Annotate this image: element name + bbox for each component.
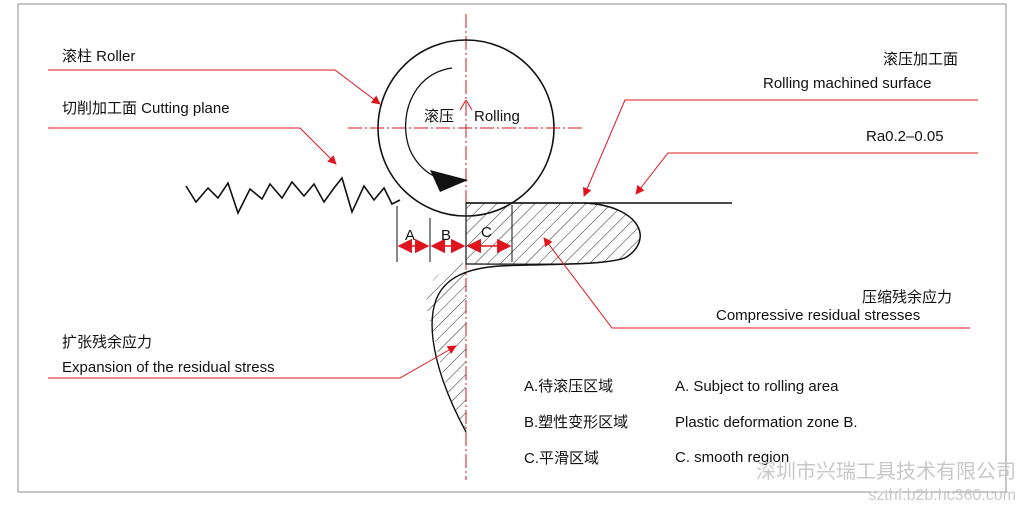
- zone-a-label: A: [405, 227, 415, 244]
- expansion-label-cn: 扩张残余应力: [62, 333, 152, 351]
- roughness-label: Ra0.2–0.05: [866, 128, 944, 145]
- rotation-arrow-head: [430, 170, 468, 192]
- legend-c-cn: C.平滑区域: [524, 450, 599, 467]
- roller-label: 滚柱 Roller: [62, 48, 135, 65]
- rolling-machined-cn: 滚压加工面: [883, 51, 958, 68]
- cutting-plane-label: 切削加工面 Cutting plane: [62, 100, 230, 117]
- watermark-company: 深圳市兴瑞工具技术有限公司: [756, 460, 1016, 483]
- expansion-stress-region: [426, 262, 466, 432]
- legend-c-en: C. smooth region: [675, 449, 789, 466]
- compressive-label-en: Compressive residual stresses: [716, 307, 920, 324]
- expansion-label-en: Expansion of the residual stress: [62, 359, 275, 376]
- rotation-arrow: [404, 67, 453, 183]
- compressive-label-cn: 压缩残余应力: [862, 288, 952, 306]
- stress-profile-curve: [431, 202, 641, 433]
- zone-c-label: C: [481, 224, 492, 241]
- rolling-machined-en: Rolling machined surface: [763, 75, 931, 92]
- legend-b-en: Plastic deformation zone B.: [675, 414, 858, 431]
- watermark-url: szthf.b2b.hc360.com: [868, 487, 1016, 504]
- legend-b-cn: B.塑性变形区域: [524, 414, 628, 431]
- zone-b-label: B: [441, 227, 451, 244]
- rolling-label-en: Rolling: [474, 108, 520, 125]
- rolling-label-cn: 滚压: [424, 108, 454, 125]
- cutting-surface-profile: [185, 176, 401, 216]
- legend-a-en: A. Subject to rolling area: [675, 378, 839, 395]
- legend-a-cn: A.待滚压区域: [524, 378, 613, 395]
- diagram-frame: [17, 3, 1007, 493]
